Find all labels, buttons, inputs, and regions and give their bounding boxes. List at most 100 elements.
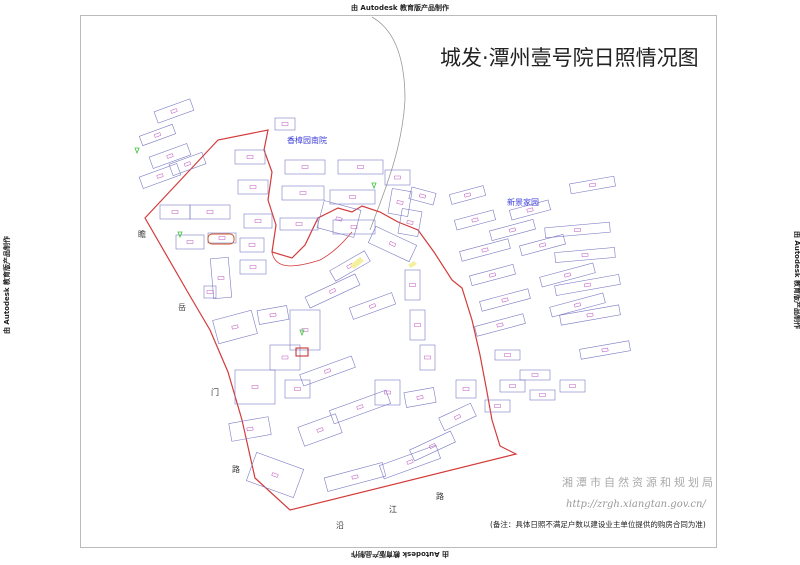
building-outline (316, 200, 362, 238)
drawing-frame (80, 15, 717, 548)
building-label-mark (357, 165, 364, 169)
building-outline (519, 233, 566, 257)
building-label-mark (509, 384, 516, 388)
issuer-url[interactable]: http://zrgh.xiangtan.gov.cn/ (566, 499, 706, 510)
road-west-char: 路 (232, 465, 240, 474)
building-outline (289, 309, 321, 351)
sun-mark (408, 261, 417, 268)
building-outline (519, 369, 551, 381)
building-outline (234, 369, 276, 405)
building-outline (559, 304, 621, 326)
building-outline (159, 204, 191, 220)
building-outline (408, 186, 437, 206)
building-outline (153, 98, 195, 124)
edu-watermark-left: 由 Autodesk 教育版产品制作 (3, 235, 12, 335)
building-outline (323, 462, 387, 492)
building-outline (212, 309, 258, 345)
road-west-char: 门 (211, 388, 219, 397)
building-outline (499, 379, 526, 393)
building-outline (337, 159, 384, 175)
building-outline (579, 340, 631, 360)
road-west-char: 岳 (178, 303, 186, 312)
building-outline (529, 389, 556, 401)
building-outline (455, 379, 477, 399)
building-label-mark (584, 282, 591, 288)
building-outline (175, 234, 205, 250)
building-label-mark (248, 243, 256, 247)
building-label-mark (316, 427, 324, 433)
building-label-mark (218, 236, 226, 240)
building-label-mark (295, 222, 303, 226)
building-outline (484, 399, 511, 413)
building-label-mark (351, 474, 359, 480)
building-label-mark (186, 240, 194, 244)
building-outline (168, 151, 207, 177)
building-label-mark (171, 210, 179, 214)
building-outline (554, 274, 621, 296)
building-label-mark (563, 272, 572, 278)
building-outline (203, 285, 217, 299)
building-label-mark (418, 193, 427, 199)
building-outline (397, 208, 423, 237)
building-label-mark (463, 192, 472, 198)
edu-watermark-right: 由 Autodesk 教育版产品制作 (793, 231, 800, 330)
building-outline (559, 379, 586, 393)
building-outline (148, 143, 192, 169)
building-outline (189, 204, 231, 220)
building-outline (245, 451, 305, 499)
building-label-mark (601, 347, 609, 353)
building-outline (469, 263, 516, 287)
building-label-mark (217, 276, 225, 280)
building-label-mark (206, 210, 214, 214)
tree-icon (177, 231, 183, 239)
building-label-mark (569, 384, 576, 388)
building-label-mark (496, 322, 504, 328)
building-label-mark (356, 404, 364, 410)
building-label-mark (249, 185, 257, 189)
building-outline (239, 237, 265, 253)
boundary-curve (271, 231, 353, 267)
building-label-mark (349, 195, 356, 199)
building-outline (243, 213, 273, 229)
building-outline (228, 416, 272, 442)
building-outline (459, 238, 511, 262)
building-label-mark (409, 283, 416, 287)
road-edge-line (369, 16, 406, 231)
building-outline (404, 269, 421, 301)
building-outline (409, 430, 456, 462)
building-outline (297, 413, 343, 447)
building-outline (279, 217, 319, 231)
building-outline (299, 355, 356, 387)
building-outline (474, 313, 526, 337)
building-label-mark (281, 355, 289, 360)
building-outline (304, 273, 361, 309)
issuer-org: 湘潭市自然资源和规划局 (562, 476, 716, 489)
building-label-mark (328, 288, 337, 294)
area-label-east: 新景家园 (507, 198, 539, 207)
building-outline (284, 159, 326, 175)
building-label-mark (414, 323, 421, 327)
building-label-mark (573, 302, 582, 308)
map-title: 城发·潭州壹号院日照情况图 (440, 46, 699, 70)
building-outline (374, 379, 401, 406)
building-label-mark (323, 368, 332, 374)
building-label-mark (424, 355, 431, 360)
building-label-mark (246, 426, 254, 432)
edu-watermark-top: 由 Autodesk 教育版产品制作 (350, 4, 449, 12)
building-label-mark (335, 216, 343, 222)
tree-icon (371, 182, 377, 190)
building-outline (554, 247, 616, 263)
building-label-mark (394, 175, 401, 180)
building-outline (489, 218, 536, 242)
building-outline (494, 349, 521, 361)
building-outline (329, 250, 371, 282)
building-label-mark (166, 153, 174, 159)
building-label-mark (488, 272, 497, 278)
building-label-mark (589, 182, 596, 188)
building-label-mark (539, 393, 546, 397)
building-label-mark (153, 132, 162, 138)
tree-icon (299, 329, 305, 337)
building-label-mark (156, 173, 164, 179)
building-label-mark (183, 161, 192, 167)
